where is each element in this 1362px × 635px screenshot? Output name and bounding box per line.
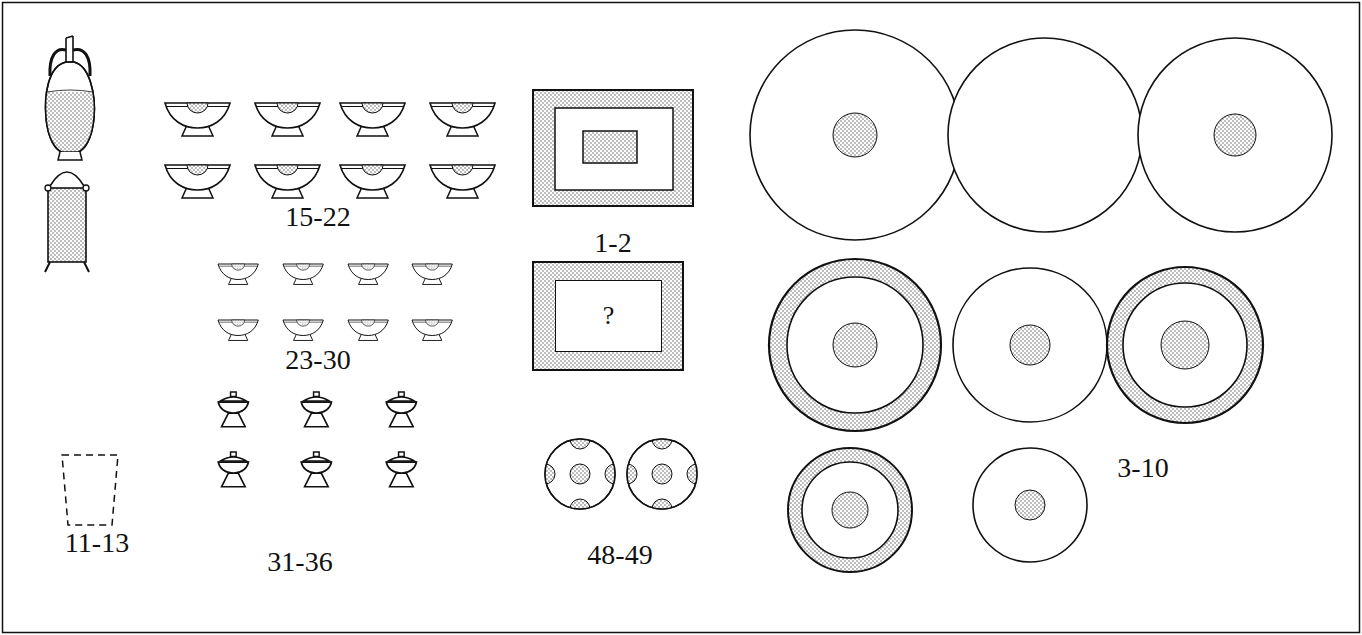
callout-number: 11-13	[65, 529, 129, 557]
unknown-mark: ?	[603, 303, 615, 329]
tray-2	[533, 262, 683, 370]
tray-1	[533, 90, 693, 206]
bowls-large	[165, 165, 230, 198]
bowls-large	[430, 165, 495, 198]
bowls-large	[340, 165, 405, 198]
amphora	[40, 36, 100, 160]
lost-vessel-outline	[62, 455, 118, 525]
bowls-small	[412, 264, 452, 284]
plates-3-10	[788, 448, 912, 572]
callout-number: 15-22	[285, 203, 350, 231]
bucket	[45, 262, 89, 272]
bowls-small	[283, 264, 323, 284]
amphora	[50, 49, 90, 76]
amphora	[46, 62, 95, 152]
amphora	[40, 92, 100, 157]
plates-3-10	[953, 268, 1107, 422]
plates-3-10	[1214, 114, 1256, 156]
discs-48-49	[545, 439, 615, 509]
frame	[3, 3, 1360, 633]
bowls-large	[340, 103, 405, 136]
lidded-cups	[386, 452, 416, 487]
plates-3-10	[1015, 490, 1045, 520]
bucket	[50, 172, 84, 186]
bowls-large	[255, 165, 320, 198]
tray-interior: ?	[555, 280, 662, 352]
amphora	[47, 90, 93, 92]
lidded-cups	[301, 452, 331, 487]
lidded-cups	[301, 392, 331, 427]
plates-3-10	[750, 30, 1332, 572]
tray-1	[533, 90, 693, 206]
plates-3-10	[787, 277, 923, 413]
discs-48-49	[570, 464, 590, 484]
callout-number: 1-2	[594, 229, 631, 257]
plates-3-10	[973, 448, 1087, 562]
bucket	[83, 185, 89, 191]
bowls-small	[348, 320, 388, 340]
plates-3-10	[832, 492, 868, 528]
plates-3-10	[802, 462, 898, 558]
bowls-small	[218, 320, 258, 340]
discs-48-49	[652, 464, 672, 484]
bowls-small	[412, 320, 452, 340]
bowls-large	[255, 103, 320, 136]
bowls-large	[165, 103, 230, 136]
plates-3-10	[833, 113, 877, 157]
amphora	[58, 152, 82, 160]
plates-3-10	[1123, 283, 1247, 407]
plates-3-10	[1010, 325, 1050, 365]
bowls-small	[218, 264, 452, 340]
bowls-small	[218, 264, 258, 284]
tray-1	[583, 131, 637, 163]
plates-3-10	[769, 259, 941, 431]
callout-number: 48-49	[587, 541, 652, 569]
lidded-cups	[218, 452, 248, 487]
plates-3-10	[1161, 321, 1209, 369]
discs-48-49	[617, 429, 707, 519]
plates-3-10	[1107, 267, 1263, 423]
callout-number: 23-30	[285, 346, 350, 374]
bucket	[45, 172, 89, 272]
plates-3-10	[750, 30, 960, 240]
plates-3-10	[833, 323, 877, 367]
bowls-small	[283, 320, 323, 340]
tray-1	[555, 108, 673, 190]
discs-48-49	[535, 429, 707, 519]
plates-3-10	[1138, 38, 1332, 232]
bucket	[48, 188, 86, 262]
bowls-small	[348, 264, 388, 284]
lidded-cups	[218, 392, 416, 487]
tray-2	[533, 262, 683, 370]
discs-48-49	[627, 439, 697, 509]
lidded-cups	[386, 392, 416, 427]
lidded-cups	[218, 392, 248, 427]
bowls-large	[165, 103, 495, 198]
bowls-large	[430, 103, 495, 136]
callout-number: 31-36	[267, 548, 332, 576]
discs-48-49	[535, 429, 625, 519]
callout-number: 3-10	[1117, 454, 1168, 482]
bucket	[45, 185, 51, 191]
amphora	[66, 36, 73, 64]
plates-3-10	[948, 38, 1142, 232]
